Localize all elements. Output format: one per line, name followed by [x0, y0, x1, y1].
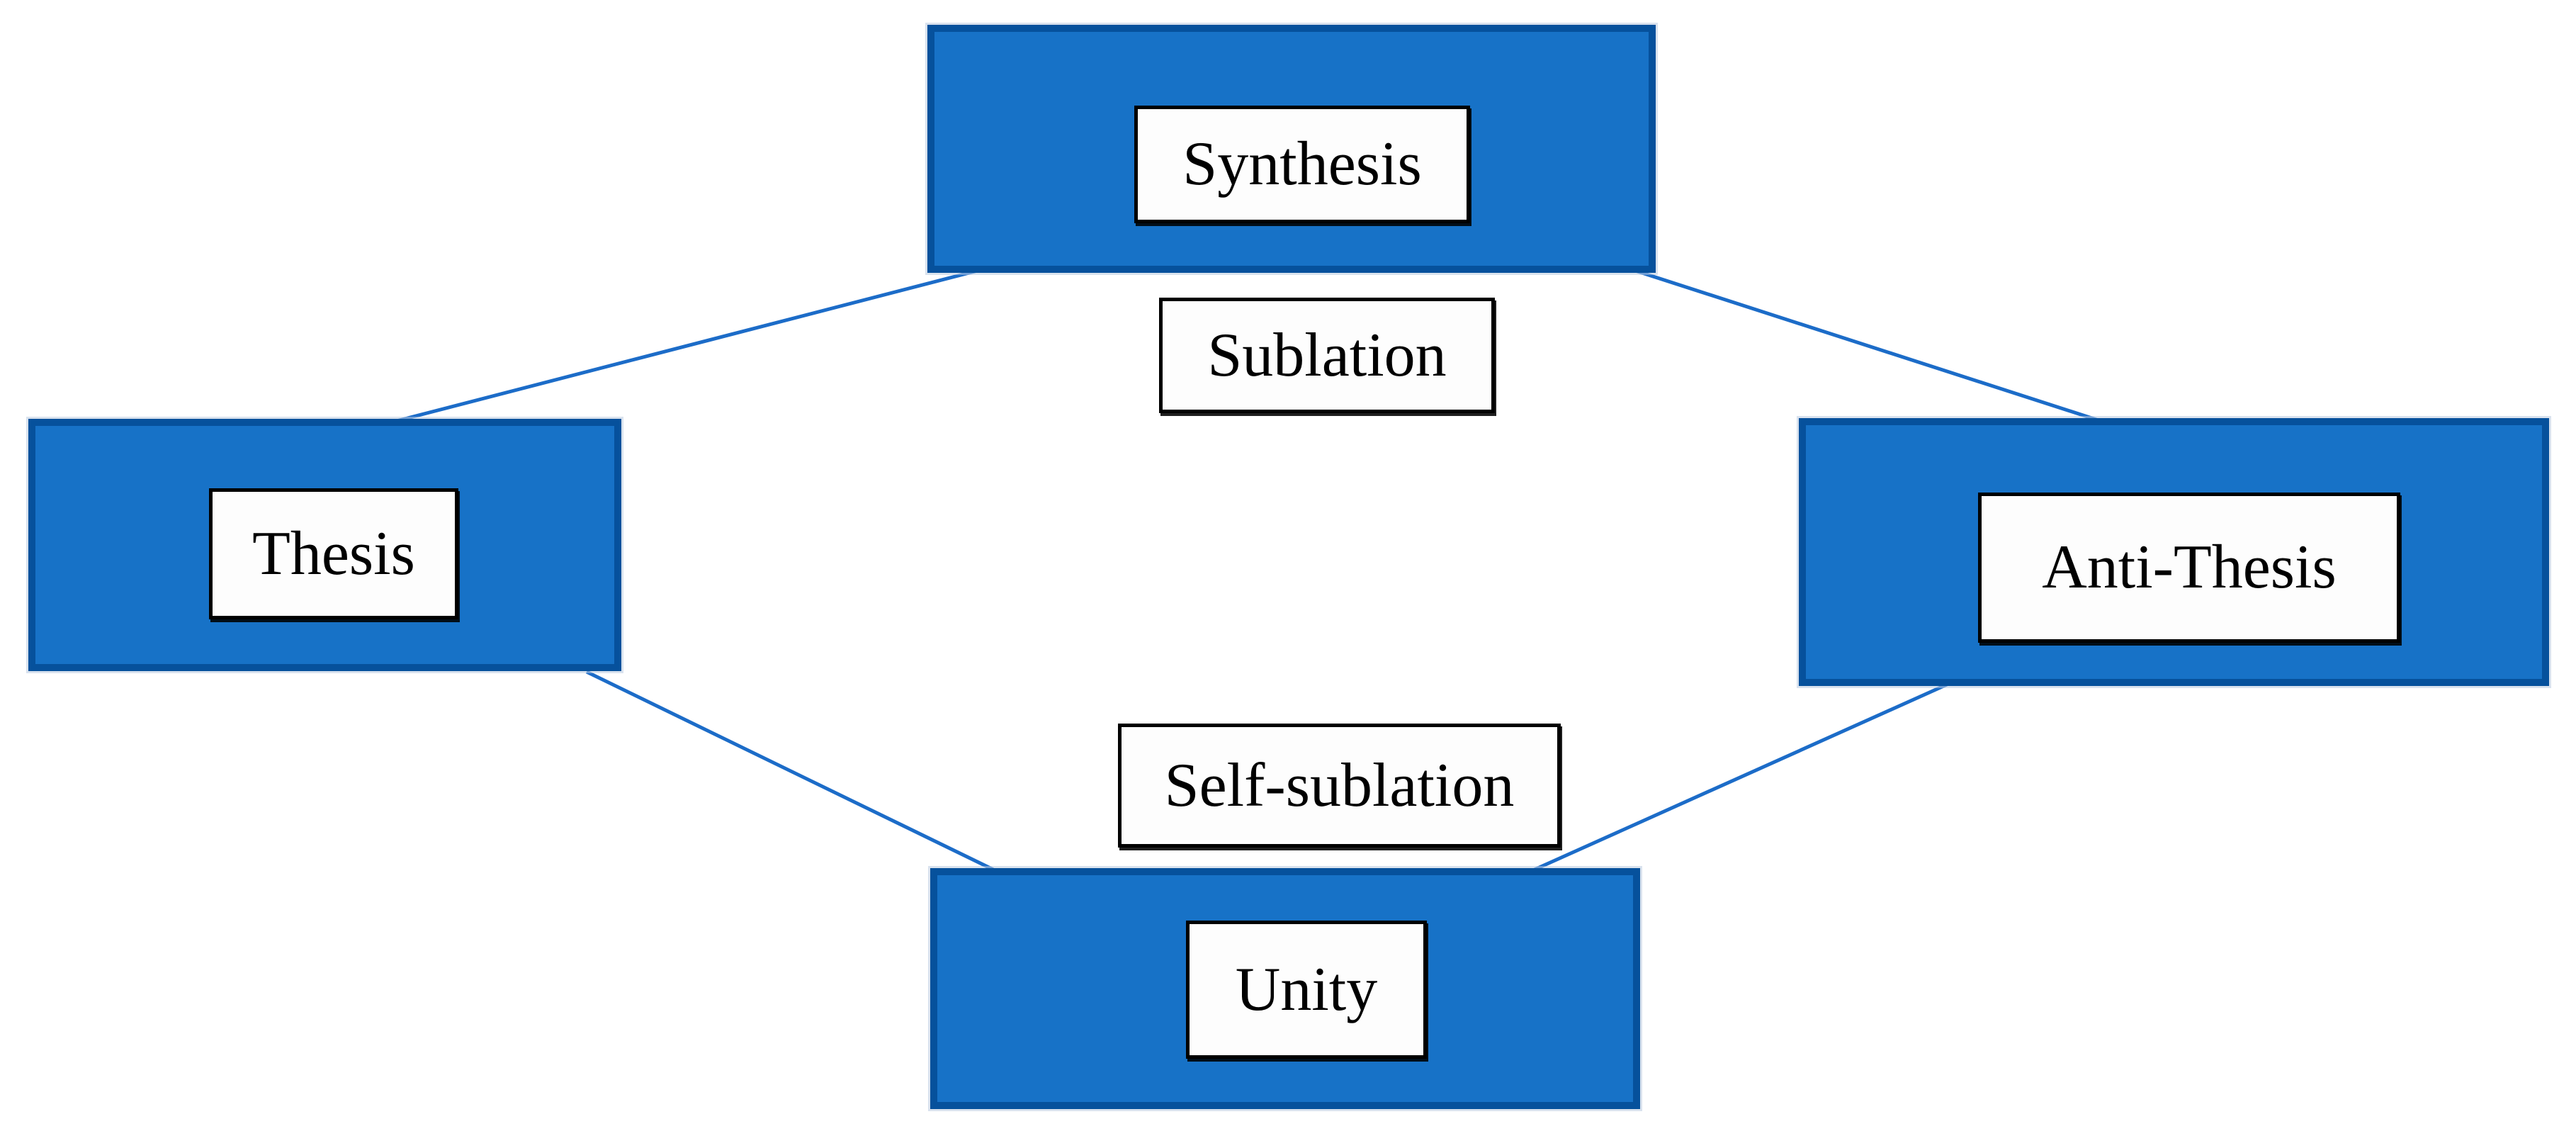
connector-synthesis-thesis	[390, 266, 989, 424]
connector-antithesis-unity	[1533, 682, 1948, 872]
edge-label-sublation: Sublation	[1159, 298, 1495, 413]
edge-label-self-sublation: Self-sublation	[1118, 724, 1561, 848]
node-synthesis: Synthesis	[927, 25, 1656, 273]
node-thesis-label: Thesis	[209, 488, 458, 619]
node-unity-label: Unity	[1186, 921, 1427, 1059]
node-unity: Unity	[930, 868, 1640, 1109]
node-synthesis-label: Synthesis	[1134, 106, 1470, 223]
node-anti-thesis: Anti-Thesis	[1799, 418, 2549, 686]
node-thesis: Thesis	[28, 419, 621, 671]
connector-synthesis-antithesis	[1626, 266, 2101, 423]
node-anti-thesis-label: Anti-Thesis	[1978, 493, 2400, 643]
connector-thesis-unity	[585, 670, 995, 872]
